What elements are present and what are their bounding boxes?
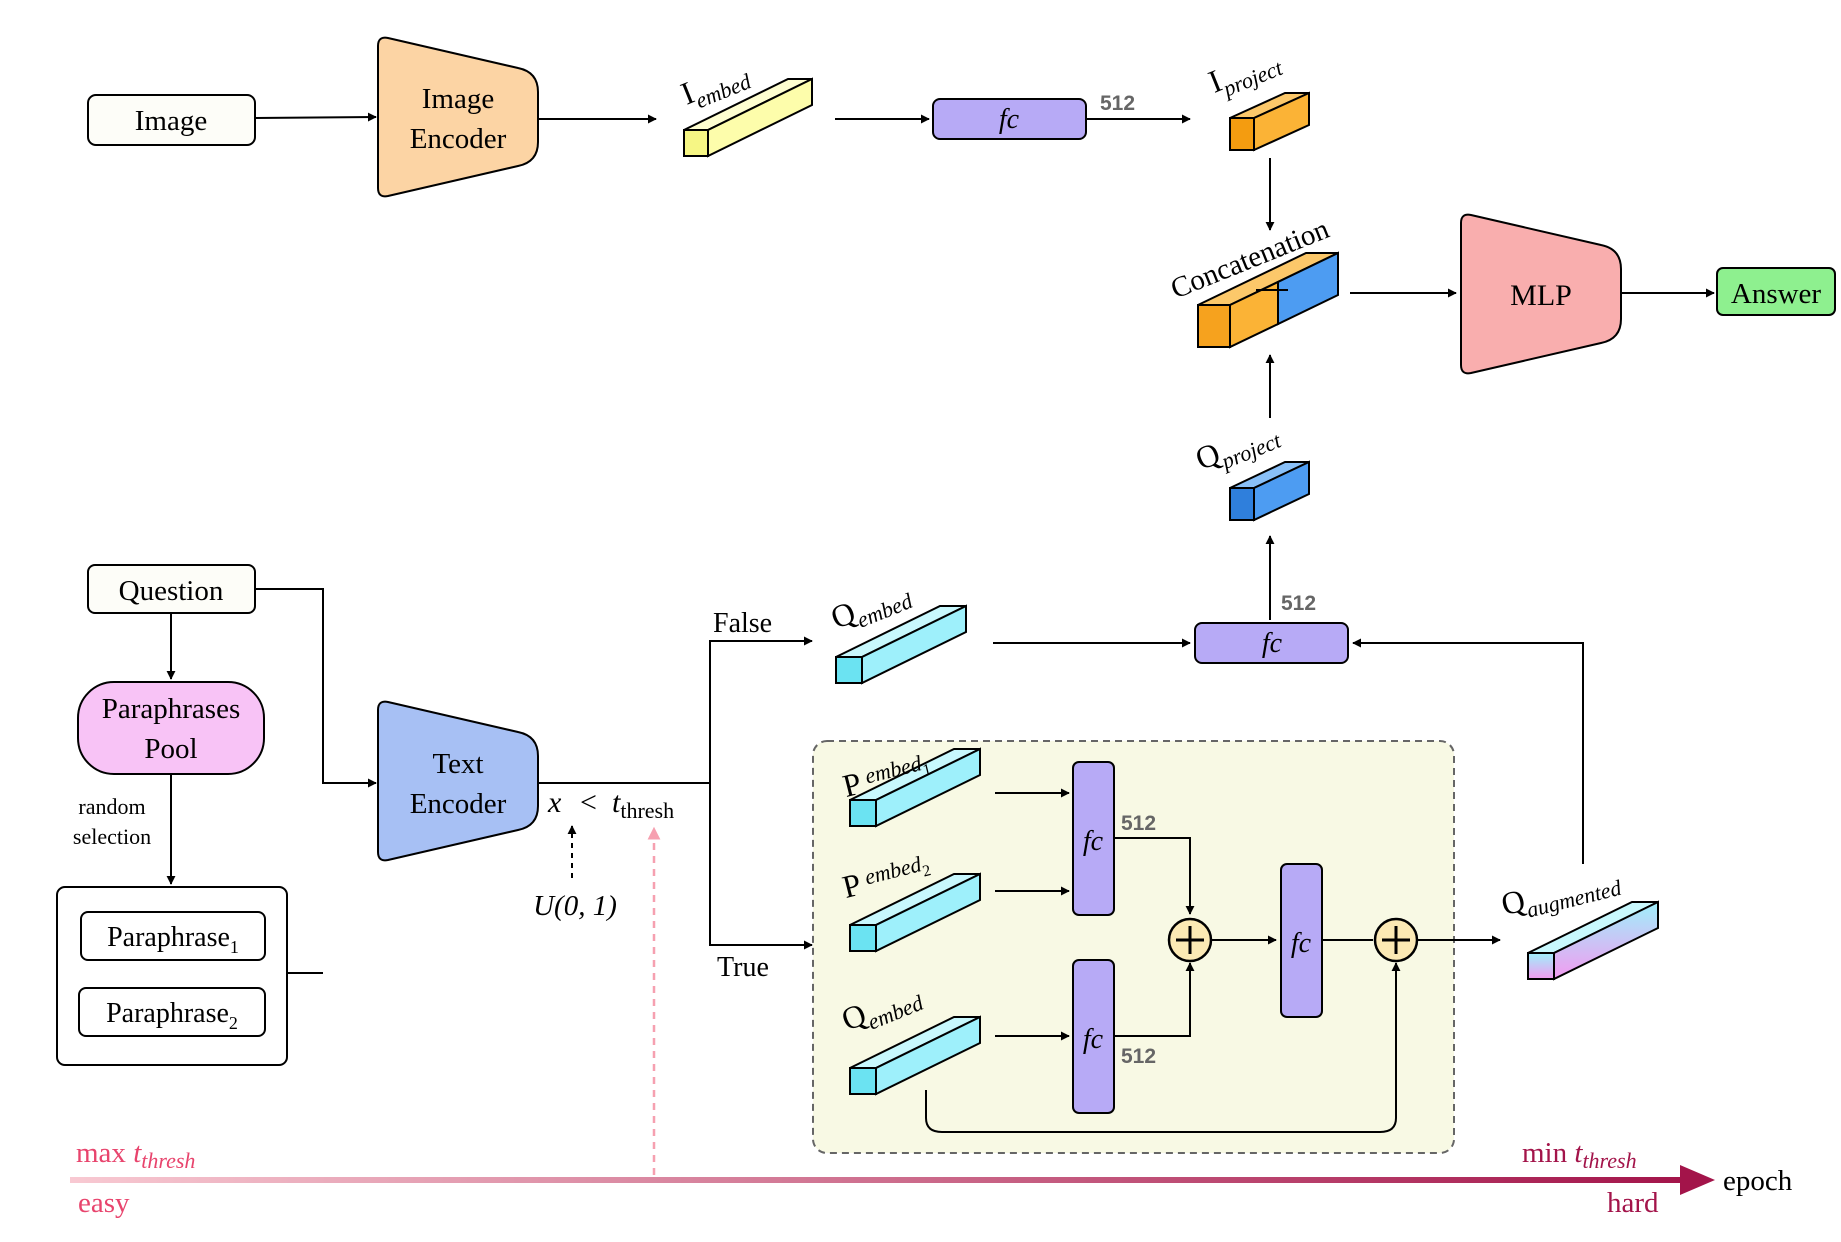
arrow-q-skip-connection	[925, 962, 1401, 1133]
min-threshold-label: min tthresh	[1522, 1137, 1637, 1173]
fusion-fc-label: fc	[1291, 928, 1312, 959]
p-embed-1-block	[849, 747, 981, 828]
q-embed-true-block	[849, 1015, 981, 1096]
paraphrase-fc-label: fc	[1083, 826, 1104, 857]
image-encoder-label-2: Encoder	[410, 123, 507, 155]
curriculum-axis-bar	[70, 1177, 1688, 1183]
easy-label: easy	[78, 1187, 130, 1219]
paraphrase-fc-dim-label: 512	[1121, 812, 1156, 835]
random-selection-label-1: random	[78, 794, 145, 819]
image-fc-layer: fc	[932, 98, 1087, 140]
arrow-true-branch	[709, 783, 813, 950]
question-label: Question	[119, 575, 224, 607]
arrow-question-fc-to-sum	[1114, 962, 1195, 1037]
i-project-block	[1229, 91, 1310, 152]
arrow-false-branch	[709, 636, 813, 783]
mlp-label: MLP	[1510, 279, 1572, 312]
text-encoder-label-2: Encoder	[410, 788, 507, 820]
sum-node-2	[1373, 917, 1419, 963]
uniform-label: U(0, 1)	[533, 890, 617, 922]
text-encoder-trapezoid	[377, 700, 539, 862]
condition-x: x	[547, 786, 562, 819]
q-project-block	[1229, 460, 1310, 522]
paraphrases-pool-label-2: Pool	[144, 733, 197, 765]
condition-less-than: <	[580, 786, 597, 819]
question-fc-layer-inner: fc	[1072, 959, 1115, 1114]
paraphrase-1-label: Paraphrase1	[107, 922, 239, 957]
text-encoder: Text Encoder	[377, 700, 539, 862]
arrow-question-to-text-encoder	[255, 588, 377, 788]
image-encoder-trapezoid	[377, 36, 539, 198]
paraphrases-pool: Paraphrases Pool	[77, 681, 265, 775]
question-fc-inner-dim-label: 512	[1121, 1045, 1156, 1068]
true-label: True	[717, 952, 769, 983]
image-fc-label: fc	[999, 104, 1020, 135]
mlp: MLP	[1460, 213, 1622, 375]
svg-text:Iproject: Iproject	[1203, 39, 1286, 105]
i-embed-block	[683, 77, 813, 158]
condition-t: tthresh	[612, 786, 674, 823]
epoch-label: epoch	[1723, 1165, 1793, 1197]
arrow-paraphrase-fc-to-sum	[1114, 837, 1195, 915]
paraphrase-2-box	[78, 987, 266, 1037]
answer-box: Answer	[1716, 267, 1836, 316]
image-input-box: Image	[87, 94, 256, 146]
p-embed-2-block	[849, 872, 981, 953]
image-input-label: Image	[135, 105, 207, 137]
answer-label: Answer	[1731, 278, 1822, 310]
question-fc-dim-label: 512	[1281, 592, 1316, 615]
arrow-image-to-encoder	[254, 112, 377, 122]
question-fc-layer: fc	[1194, 622, 1349, 664]
paraphrases-pool-label-1: Paraphrases	[102, 693, 241, 725]
text-encoder-label-1: Text	[432, 748, 483, 780]
concatenation-block	[1197, 251, 1339, 349]
paraphrase-1-box	[80, 911, 266, 961]
threshold-condition: x < tthresh	[547, 786, 674, 823]
question-fc-inner-label: fc	[1083, 1024, 1104, 1055]
i-project-label: Iproject	[1203, 39, 1286, 105]
max-threshold-label: max tthresh	[76, 1137, 195, 1173]
augmentation-container	[812, 740, 1455, 1154]
selected-paraphrases-box: Paraphrase1 Paraphrase2	[56, 886, 288, 1066]
false-label: False	[713, 608, 772, 639]
q-augmented-block	[1527, 900, 1659, 981]
q-embed-false-block	[835, 604, 967, 685]
arrow-qaugmented-to-fc	[1352, 638, 1584, 864]
image-encoder-label-1: Image	[422, 83, 494, 115]
fusion-fc-layer: fc	[1280, 863, 1323, 1018]
random-selection-label-2: selection	[73, 824, 151, 849]
image-fc-dim-label: 512	[1100, 92, 1135, 115]
image-encoder: Image Encoder	[377, 36, 539, 198]
paraphrase-fc-layer: fc	[1072, 761, 1115, 916]
paraphrase-2-label: Paraphrase2	[106, 998, 238, 1033]
hard-label: hard	[1607, 1187, 1659, 1219]
sum-node-1	[1167, 917, 1213, 963]
mlp-trapezoid	[1460, 213, 1622, 375]
p-embed-1-label: Pembed1	[839, 747, 934, 804]
question-box: Question	[87, 564, 256, 614]
curriculum-axis-arrowhead	[1680, 1165, 1715, 1195]
question-fc-label: fc	[1262, 628, 1283, 659]
svg-text:Pembed1: Pembed1	[839, 747, 934, 804]
